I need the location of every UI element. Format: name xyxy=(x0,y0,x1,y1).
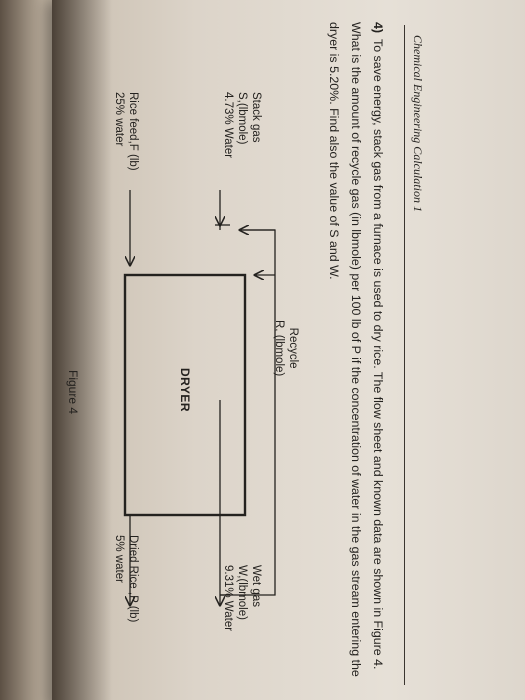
wet-gas-label: Wet gas W,(lbmole) 9.31% Water xyxy=(222,565,262,632)
recycle-loop xyxy=(220,229,276,596)
page-edge-shadow xyxy=(52,0,112,700)
dried-rice-label: Dried Rice ,P (lb) 5% water xyxy=(113,535,139,623)
dryer-label: DRYER xyxy=(178,368,192,413)
paper-sheet xyxy=(52,0,525,700)
rice-feed-label: Rice feed,F (lb) 25% water xyxy=(113,92,139,171)
figure-caption: Figure 4 xyxy=(66,370,80,415)
stack-gas-label: Stack gas S,(lbmole) 4.73% Water xyxy=(222,92,262,159)
recycle-label: Recycle R, (lbmole) xyxy=(273,320,299,377)
dryer-box xyxy=(123,273,247,517)
